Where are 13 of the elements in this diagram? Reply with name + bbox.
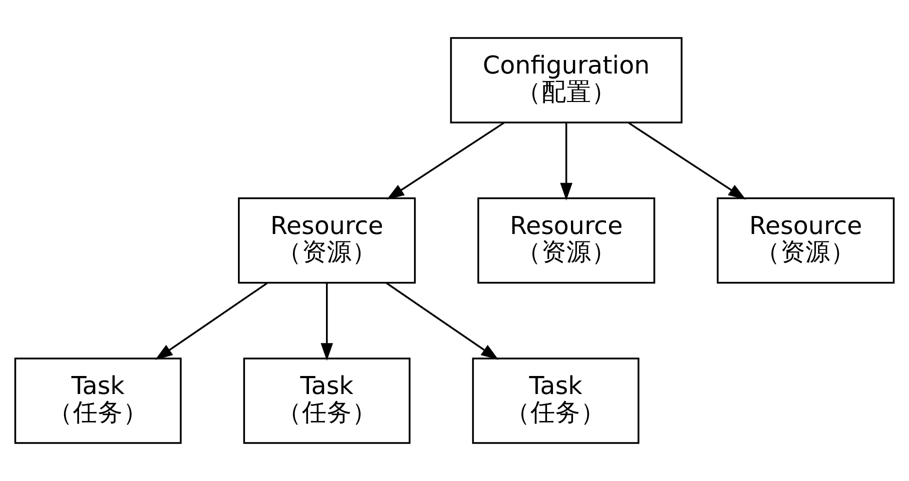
arrow [628, 122, 746, 200]
node-box: Task （任务） [14, 358, 182, 444]
arrow [155, 282, 268, 360]
node-box: Configuration （配置） [450, 37, 682, 124]
arrow [386, 282, 499, 360]
arrow [386, 122, 504, 200]
node-box: Task （任务） [472, 358, 640, 444]
node-box: Task （任务） [243, 358, 410, 444]
node-box: Resource （资源） [716, 197, 895, 284]
node-box: Resource （资源） [477, 197, 656, 284]
node-box: Resource （资源） [238, 197, 416, 284]
arrow [320, 283, 334, 361]
arrow [560, 123, 572, 200]
